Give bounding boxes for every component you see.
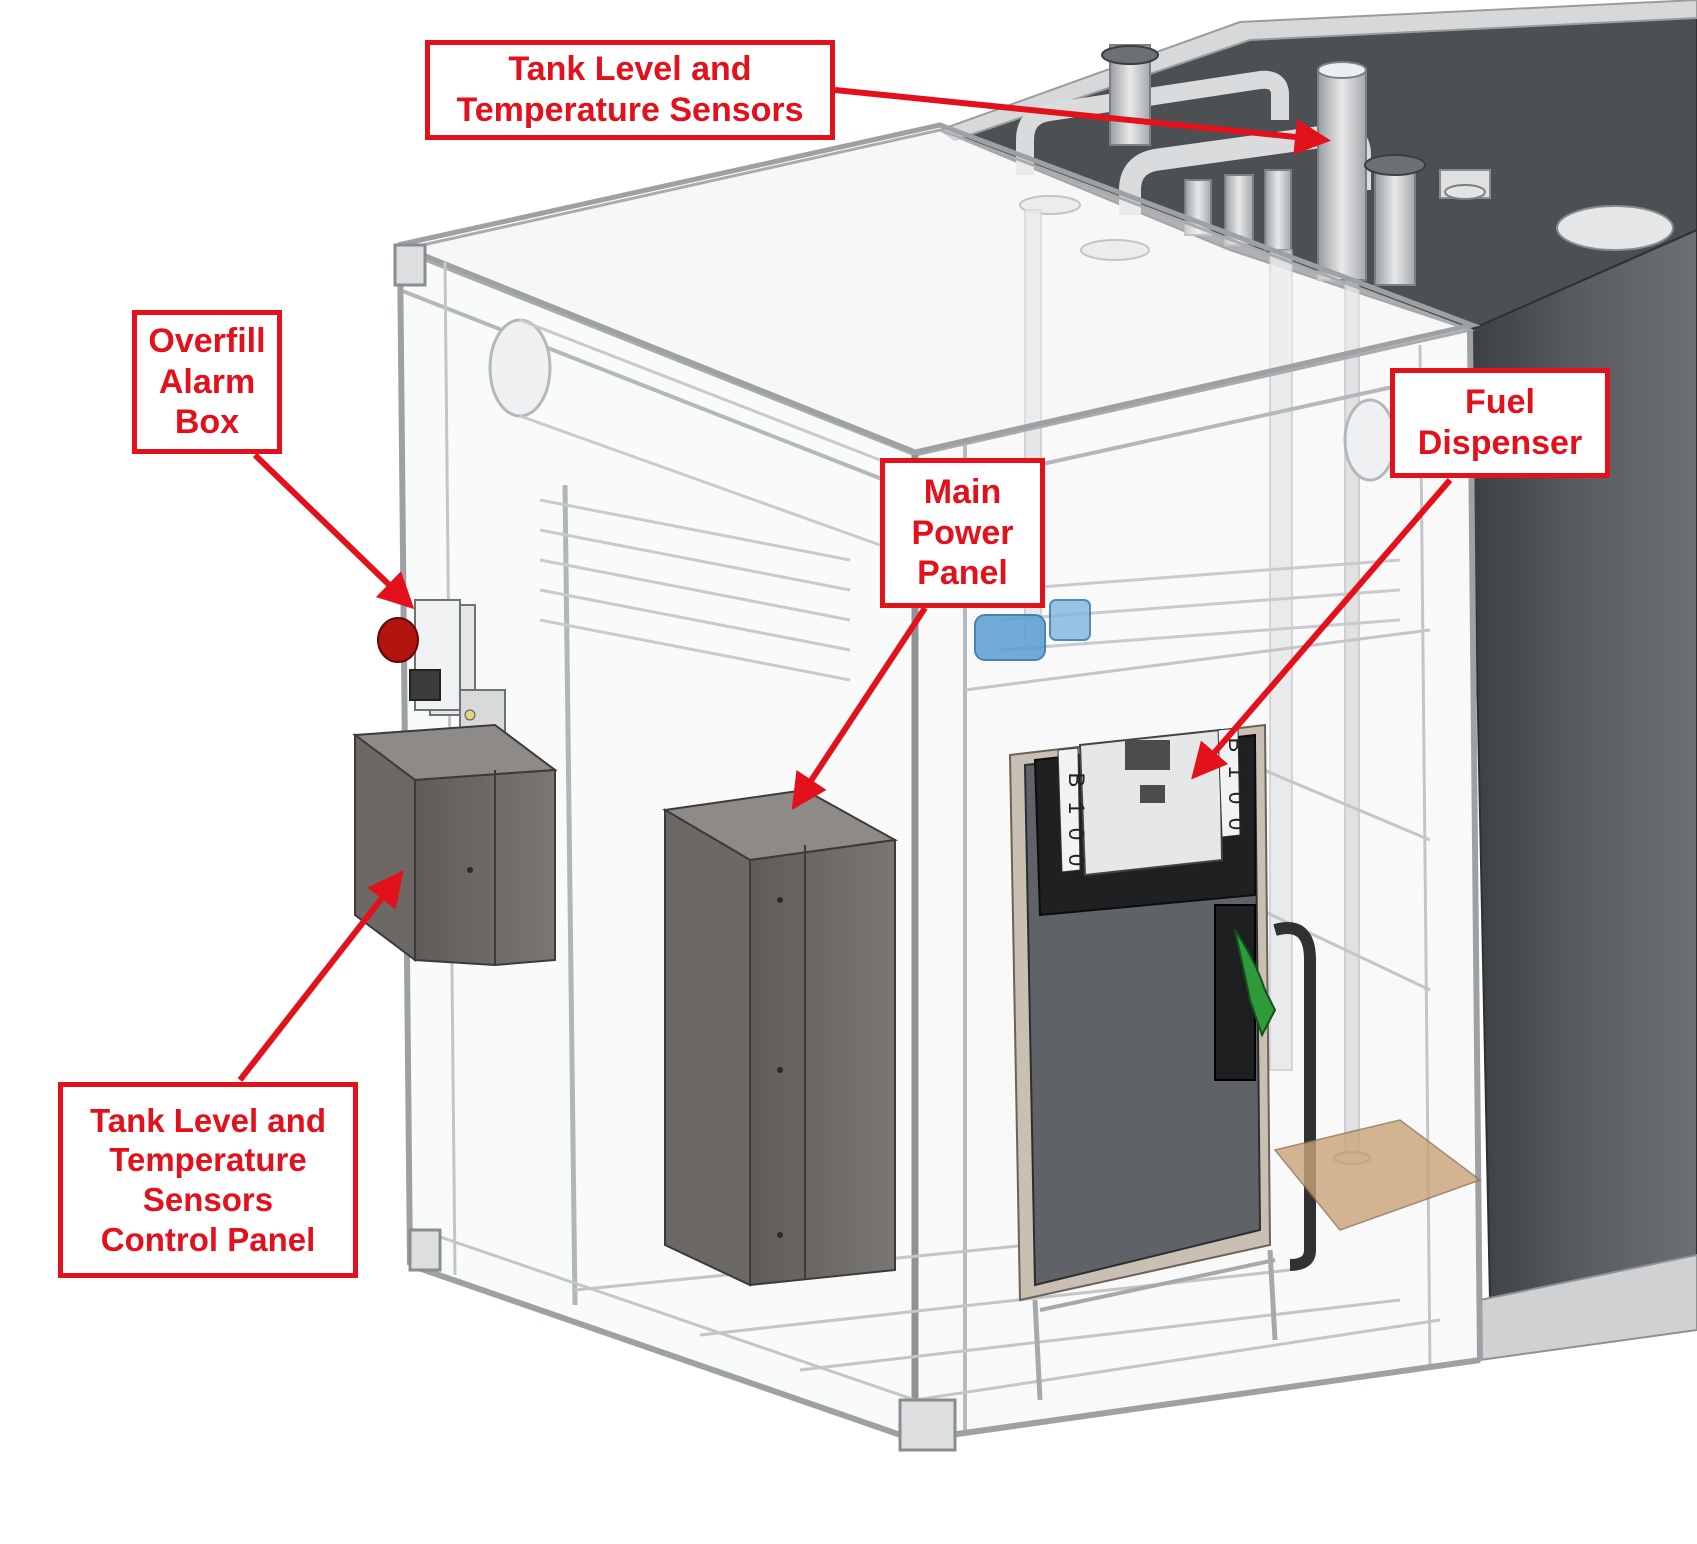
marking-left-0: B [1064,773,1089,788]
dispenser-markings: B 1 0 0 B 1 0 0 [1064,738,1249,866]
callout-main-power-panel: Main Power Panel [880,458,1045,608]
marking-right-2: 0 [1224,792,1249,804]
callout-line: Box [174,403,240,442]
callout-tank-sensors-top: Tank Level and Temperature Sensors [425,40,835,140]
tank-manway [1556,205,1674,251]
nozzle [1234,929,1277,1038]
callout-line: Tank Level and [508,50,752,89]
callout-line: Dispenser [1417,424,1583,462]
callout-line: Power [911,513,1014,552]
alarm-beacon [377,617,419,663]
marking-right-0: B [1224,738,1249,753]
hose [1273,922,1316,1271]
callout-arrows [237,87,1453,1082]
transfer-pump [974,599,1091,661]
arrow-overfill-alarm [252,452,415,610]
marking-right-1: 1 [1224,766,1249,778]
callout-tank-sensors-control-panel: Tank Level and Temperature Sensors Contr… [58,1082,358,1278]
callout-overfill-alarm-box: Overfill Alarm Box [132,310,282,454]
callout-line: Main [923,472,1002,511]
tank-side [1468,228,1697,1302]
arrow-main-power [791,606,928,811]
callout-line: Panel [917,554,1008,593]
marking-right-3: 0 [1224,818,1249,830]
callout-line: Overfill [148,321,266,360]
sensor-pipes [1016,44,1486,1165]
marking-left-1: 1 [1064,802,1089,814]
arrow-sensors-control [237,870,404,1082]
callout-line: Alarm [158,362,256,401]
callout-line: Temperature [109,1141,307,1179]
marking-left-2: 0 [1064,828,1089,840]
enclosure-frame [393,122,1483,1452]
main-power-panel [662,788,899,1287]
sensors-control-panel [352,723,558,967]
overfill-alarm-box [377,599,506,751]
callout-fuel-dispenser: Fuel Dispenser [1390,368,1610,478]
marking-left-3: 0 [1064,854,1089,866]
callout-line: Tank Level and [90,1101,326,1139]
callout-line: Fuel [1465,383,1535,422]
callout-line: Control Panel [100,1220,316,1258]
callout-line: Sensors [142,1181,274,1218]
arrow-sensors-top [834,87,1331,155]
callout-line: Temperature Sensors [456,91,804,129]
arrow-fuel-dispenser [1191,478,1453,780]
fuel-dispenser [1008,723,1482,1401]
